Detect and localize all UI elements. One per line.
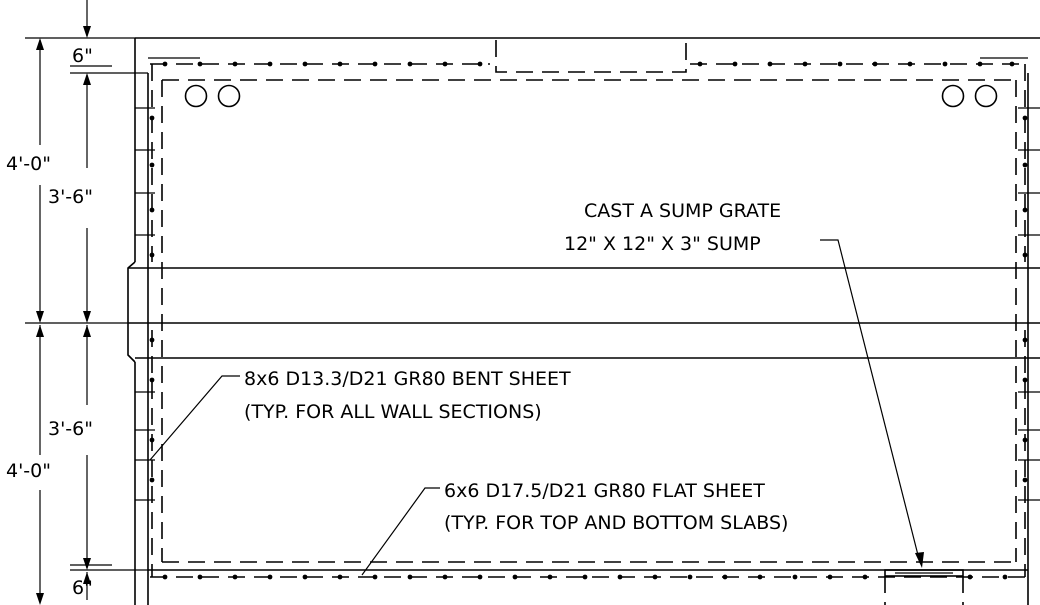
note-wall-line1: 8x6 D13.3/D21 GR80 BENT SHEET bbox=[244, 368, 571, 390]
reinforcement bbox=[135, 57, 1040, 578]
dim-top-slab: 6" bbox=[72, 45, 93, 67]
dim-upper-overall: 4'-0" bbox=[6, 153, 51, 175]
lift-hole bbox=[974, 84, 998, 108]
note-wall-line2: (TYP. FOR ALL WALL SECTIONS) bbox=[244, 401, 542, 423]
dim-bottom-slab: 6" bbox=[72, 577, 93, 599]
leader-lines bbox=[149, 239, 924, 576]
lift-hole bbox=[217, 84, 241, 108]
note-slab-line1: 6x6 D17.5/D21 GR80 FLAT SHEET bbox=[444, 480, 765, 502]
lifting-holes bbox=[184, 84, 998, 108]
lift-hole bbox=[941, 84, 965, 108]
note-slab-line2: (TYP. FOR TOP AND BOTTOM SLABS) bbox=[444, 512, 788, 534]
dim-lower-overall: 4'-0" bbox=[6, 460, 51, 482]
lift-hole bbox=[184, 84, 208, 108]
note-sump-line1: CAST A SUMP GRATE bbox=[584, 200, 781, 222]
note-sump-line2: 12" X 12" X 3" SUMP bbox=[564, 233, 761, 255]
rebar-dots bbox=[149, 61, 1028, 580]
sump-grate bbox=[884, 569, 964, 605]
dim-upper-clear: 3'-6" bbox=[48, 186, 93, 208]
dimension-lines bbox=[25, 0, 148, 605]
dim-lower-clear: 3'-6" bbox=[48, 418, 93, 440]
